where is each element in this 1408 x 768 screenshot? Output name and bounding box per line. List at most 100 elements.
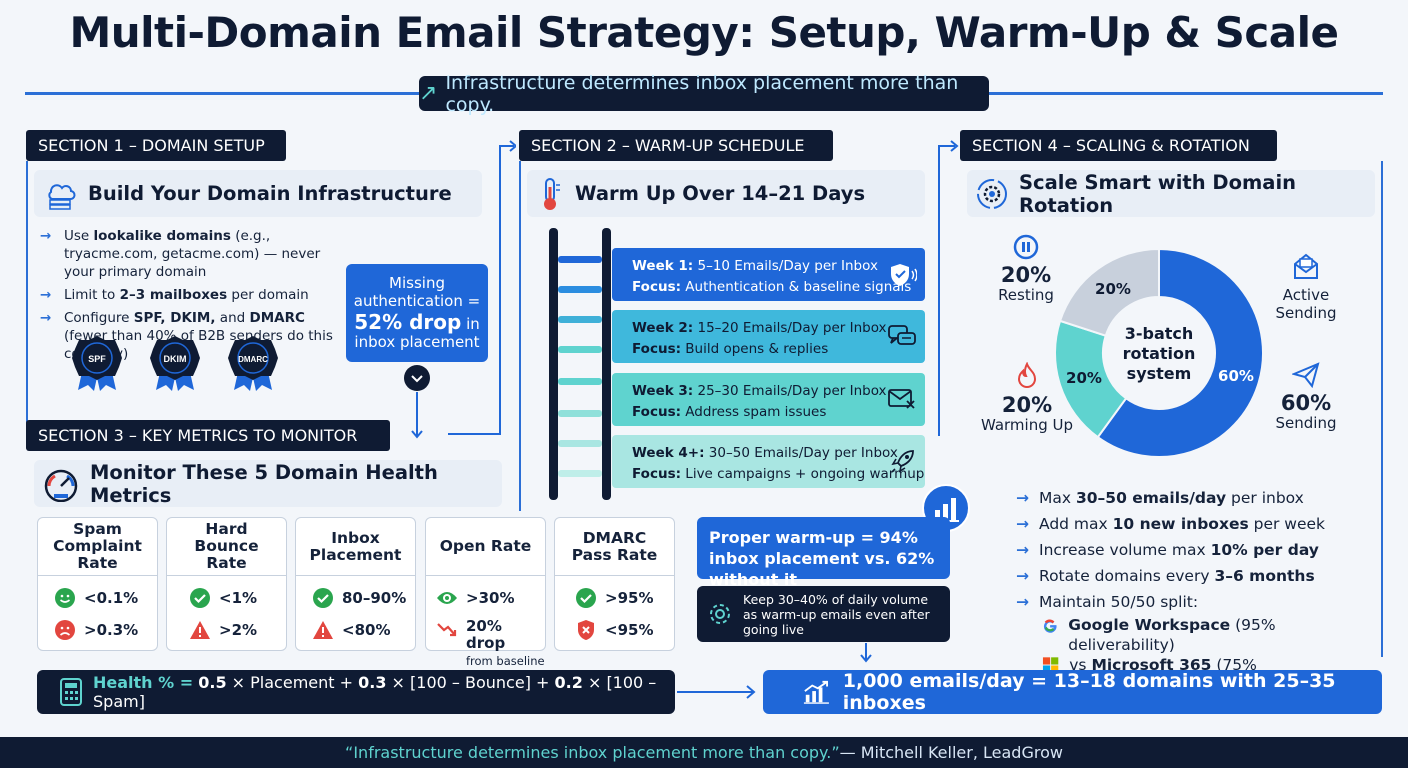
dkim-badge-icon: DKIM xyxy=(150,336,200,391)
week-focus: Live campaigns + ongoing warmup xyxy=(681,466,925,482)
week-3-row: Week 3: 25–30 Emails/Day per Inbox Focus… xyxy=(612,373,925,426)
formula-label: Health % = xyxy=(93,673,194,692)
list-item: →Max 30–50 emails/day per inbox xyxy=(1016,485,1356,511)
metric-good: 80–90% xyxy=(342,589,407,607)
donut-pct-label: 20% xyxy=(1095,280,1131,298)
donut-center-line: rotation xyxy=(1123,344,1196,363)
donut-center-line: system xyxy=(1127,364,1192,383)
callout-text: Missing authentication = xyxy=(353,274,481,310)
metric-good: >30% xyxy=(466,589,515,607)
metric-good: <0.1% xyxy=(84,589,139,607)
check-circle-icon xyxy=(576,588,596,608)
section4-header: SECTION 4 – SCALING & ROTATION xyxy=(960,130,1277,161)
formula-coef: 0.3 xyxy=(358,673,387,692)
check-circle-icon xyxy=(190,588,210,608)
metric-card: Spam Complaint Rate <0.1% >0.3% xyxy=(37,517,158,651)
svg-text:DKIM: DKIM xyxy=(164,354,187,364)
spf-badge-icon: SPF xyxy=(72,336,122,391)
focus-label: Focus: xyxy=(632,466,681,482)
subtitle-text: Infrastructure determines inbox placemen… xyxy=(445,71,959,116)
frown-icon xyxy=(55,620,75,640)
arrow-right-icon: → xyxy=(1016,489,1029,507)
formula-coef: 0.5 xyxy=(198,673,227,692)
metric-name: Spam Complaint Rate xyxy=(38,518,157,576)
week-focus: Authentication & baseline signals xyxy=(681,279,912,295)
auth-callout: Missing authentication = 52% drop in inb… xyxy=(346,264,488,362)
section2-card: Warm Up Over 14–21 Days xyxy=(527,170,925,217)
trend-arrow-icon: ↗ xyxy=(419,81,438,106)
week-rate: 5–10 Emails/Day per Inbox xyxy=(693,258,878,274)
resting-pct: 20% xyxy=(1000,263,1052,287)
week-4-row: Week 4+: 30–50 Emails/Day per Inbox Focu… xyxy=(612,435,925,488)
list-item: →Add max 10 new inboxes per week xyxy=(1016,511,1356,537)
section4-card: Scale Smart with Domain Rotation xyxy=(967,170,1375,217)
flow-arrow-icon xyxy=(448,140,516,435)
shield-x-icon xyxy=(578,620,594,640)
result-banner: 1,000 emails/day = 13–18 domains with 25… xyxy=(763,670,1382,714)
warming-label: 20% Warming Up xyxy=(980,361,1074,434)
list-item: →Maintain 50/50 split: xyxy=(1016,589,1356,615)
rotation-donut-chart: 3-batch rotation system 60% 20% 20% xyxy=(1054,247,1264,458)
active-sending-label: Active Sending xyxy=(1268,252,1344,322)
chevron-down-icon xyxy=(404,365,430,439)
callout-text: inbox placement xyxy=(354,333,480,351)
sending-pct: 60% xyxy=(1280,391,1332,415)
cloud-server-icon xyxy=(48,183,76,210)
section1-rail xyxy=(26,161,28,423)
quote-text: “Infrastructure determines inbox placeme… xyxy=(345,743,840,762)
pause-icon xyxy=(1013,234,1039,260)
callout-text: in xyxy=(461,315,480,333)
footer-quote: “Infrastructure determines inbox placeme… xyxy=(0,737,1408,768)
chat-bubbles-icon xyxy=(888,325,916,345)
focus-label: Focus: xyxy=(632,341,681,357)
metric-card: Inbox Placement 80–90% <80% xyxy=(295,517,416,651)
flow-arrow-icon xyxy=(938,140,959,436)
resting-label: 20% Resting xyxy=(990,234,1062,304)
metric-name: DMARC Pass Rate xyxy=(555,518,674,576)
metric-card: Open Rate >30% 20% drop from baseline xyxy=(425,517,546,668)
metric-bad: <80% xyxy=(342,621,391,639)
metric-name: Hard Bounce Rate xyxy=(167,518,286,576)
thermometer-icon xyxy=(544,177,560,210)
week-label: Week 1: xyxy=(632,258,694,274)
flame-icon xyxy=(1017,361,1037,388)
arrow-right-icon: → xyxy=(40,228,52,244)
svg-text:SPF: SPF xyxy=(88,354,106,364)
metric-good: >95% xyxy=(605,589,654,607)
section3-card: Monitor These 5 Domain Health Metrics xyxy=(34,460,502,507)
section2-card-title: Warm Up Over 14–21 Days xyxy=(575,182,866,205)
warmup-callout: Proper warm-up = 94% inbox placement vs.… xyxy=(697,517,950,589)
subtitle-banner: ↗ Infrastructure determines inbox placem… xyxy=(419,72,989,116)
section1-header: SECTION 1 – DOMAIN SETUP xyxy=(26,130,286,161)
metric-bad: >0.3% xyxy=(84,621,139,639)
quote-attribution: — Mitchell Keller, LeadGrow xyxy=(839,743,1063,762)
metric-bad-note: from baseline xyxy=(466,654,545,668)
formula-term: × [100 – Bounce] + xyxy=(386,673,555,692)
week-label: Week 2: xyxy=(632,320,694,336)
result-text: 1,000 emails/day = 13–18 domains with 25… xyxy=(842,670,1336,714)
gear-icon xyxy=(710,604,730,624)
metric-name: Open Rate xyxy=(426,518,545,576)
warning-icon xyxy=(313,621,333,639)
calculator-icon xyxy=(60,678,82,706)
metric-bad: 20% drop xyxy=(466,617,506,652)
ladder-icon xyxy=(549,228,611,500)
section4-card-title: Scale Smart with Domain Rotation xyxy=(1019,170,1297,217)
mail-icon xyxy=(1294,253,1318,279)
active-sending-text: Active Sending xyxy=(1275,286,1337,322)
health-formula: Health % = 0.5 × Placement + 0.3 × [100 … xyxy=(37,670,675,714)
week-1-row: Week 1: 5–10 Emails/Day per Inbox Focus:… xyxy=(612,248,925,301)
metric-name: Inbox Placement xyxy=(296,518,415,576)
section3-card-title: Monitor These 5 Domain Health Metrics xyxy=(90,460,438,507)
week-rate: 30–50 Emails/Day per Inbox xyxy=(704,445,898,461)
dmarc-badge-icon: DMARC xyxy=(228,336,278,391)
donut-pct-label: 20% xyxy=(1066,369,1102,387)
flow-arrow-icon xyxy=(677,685,756,699)
week-rate: 15–20 Emails/Day per Inbox xyxy=(693,320,887,336)
arrow-right-icon: → xyxy=(40,310,52,326)
eye-icon xyxy=(437,592,457,604)
donut-segment-sending xyxy=(1096,247,1264,458)
formula-term: × [100 – Spam] xyxy=(93,673,657,711)
arrow-right-icon: → xyxy=(1016,541,1029,559)
google-logo-icon xyxy=(1043,619,1057,633)
